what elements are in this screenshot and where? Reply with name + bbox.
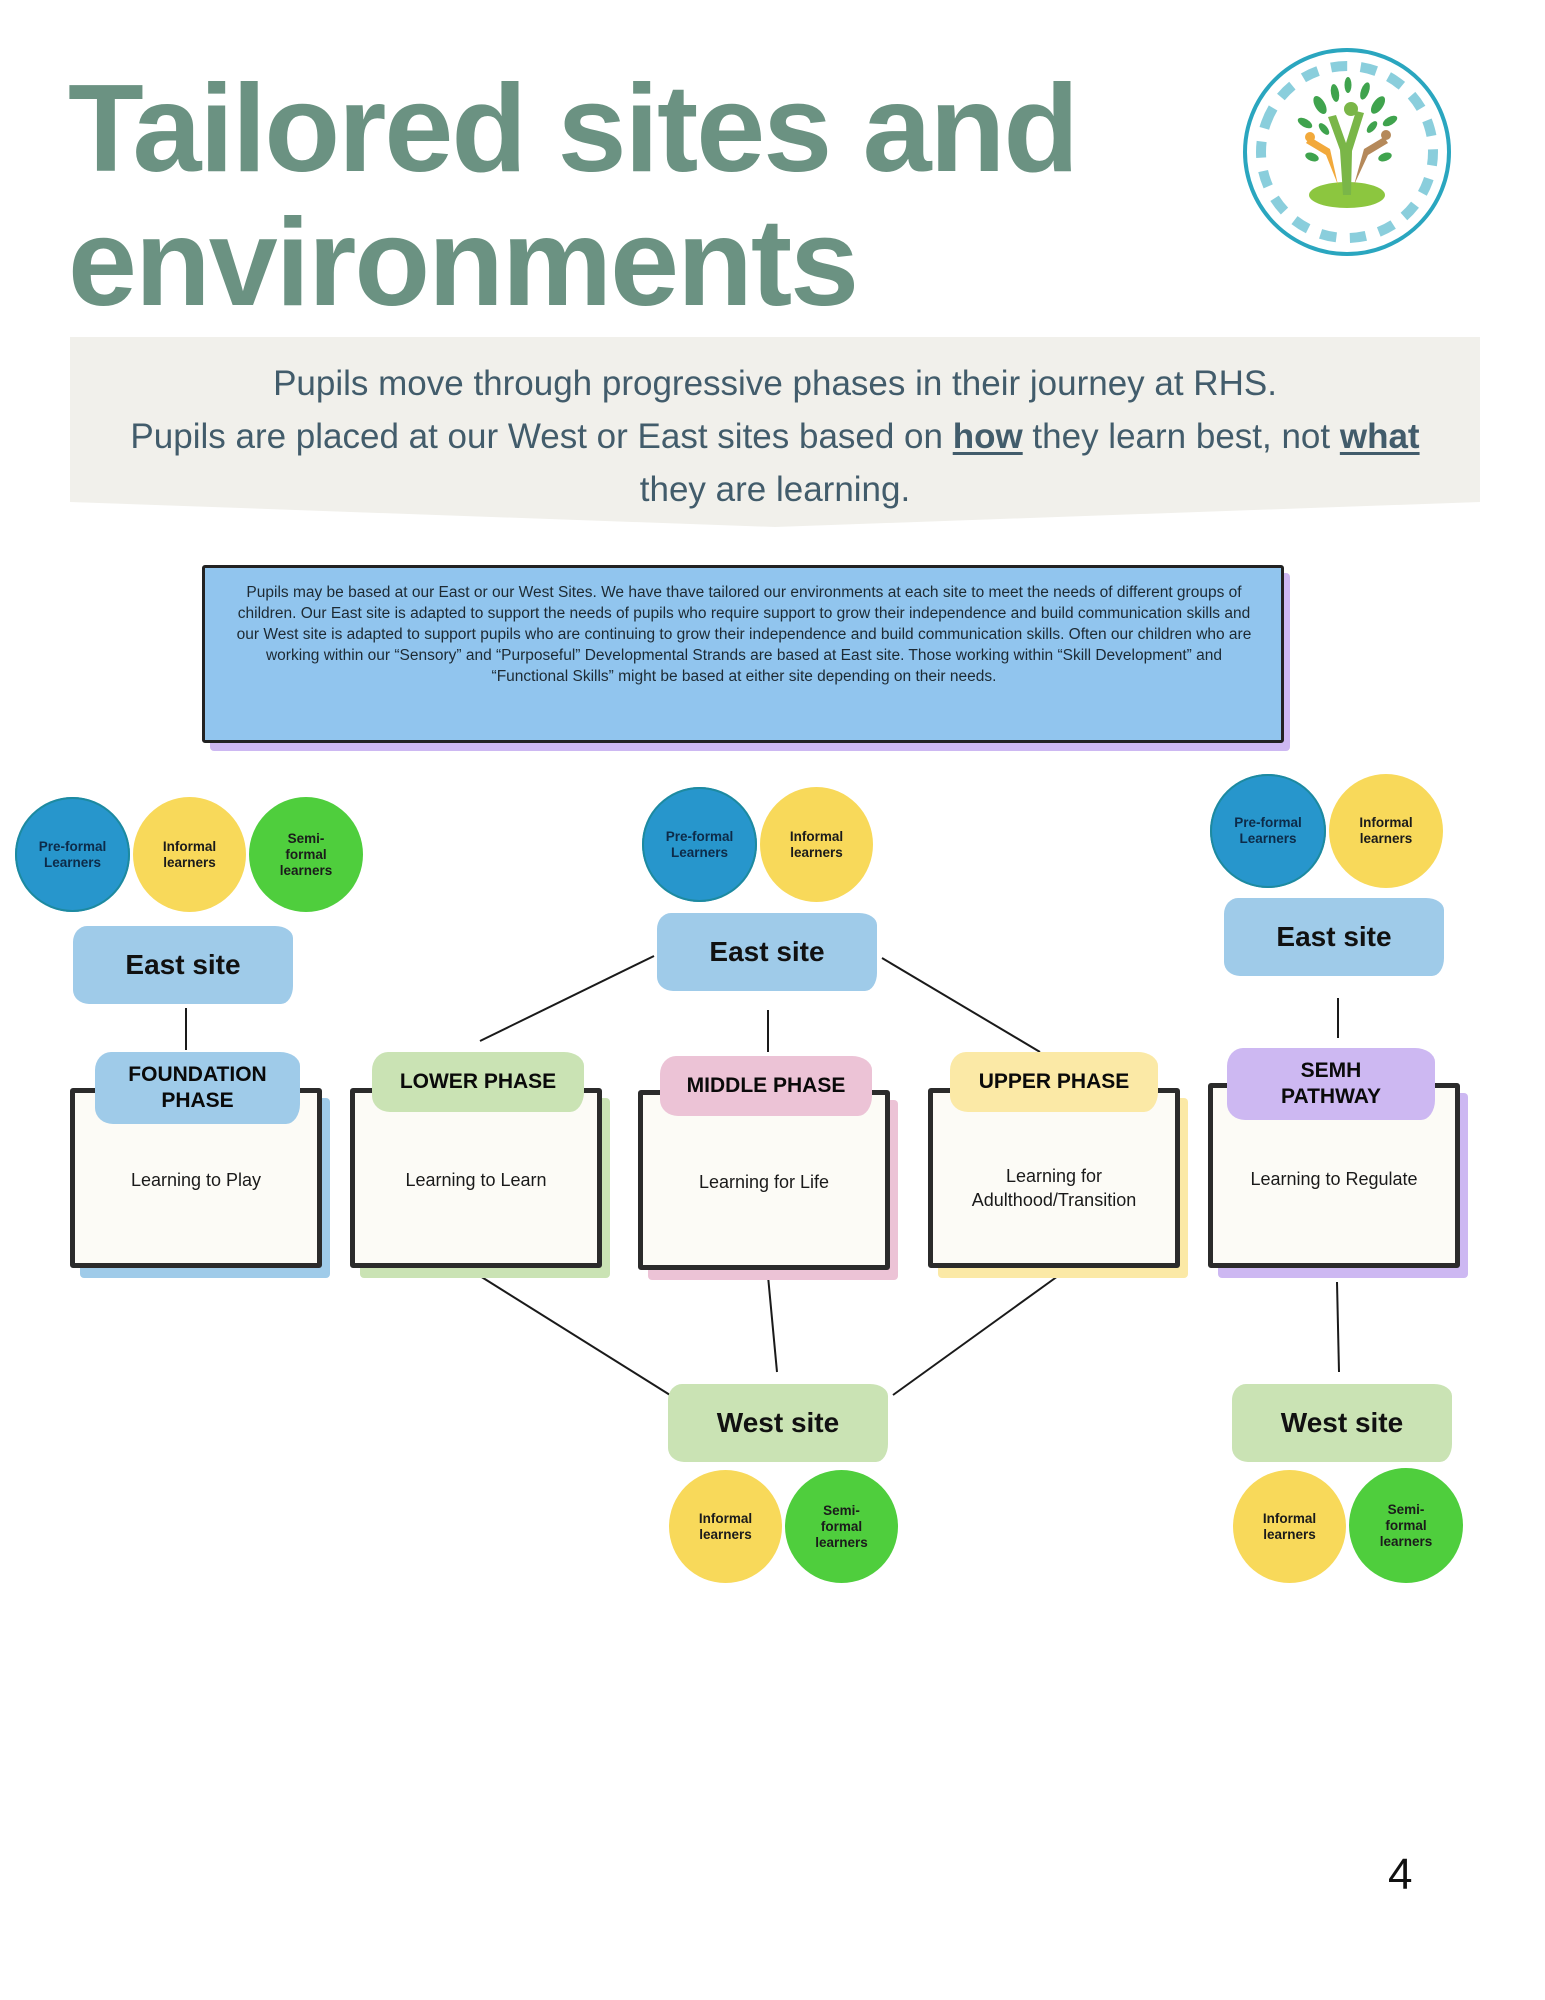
west-site-label-1: West site	[668, 1384, 888, 1462]
connector-east2-lower	[479, 955, 655, 1042]
intro-line-1: Pupils move through progressive phases i…	[273, 364, 1277, 403]
title-line-1: Tailored sites and	[68, 60, 1079, 198]
learner-label: Informal learners	[1262, 1510, 1317, 1542]
east-site-label-3: East site	[1224, 898, 1444, 976]
learner-circle-semi-formal: Semi-formal learners	[249, 797, 363, 912]
phase-description-upper: Learning for Adulthood/Transition	[971, 1166, 1137, 1210]
info-box: Pupils may be based at our East or our W…	[202, 565, 1290, 751]
learner-label: Pre-formal Learners	[1234, 815, 1302, 846]
learner-circle-informal: Informal learners	[1233, 1470, 1346, 1583]
info-box-text: Pupils may be based at our East or our W…	[236, 584, 1252, 685]
learner-circle-semi-formal: Semi-formal learners	[785, 1470, 898, 1583]
phase-card-body	[350, 1088, 602, 1268]
school-logo-icon	[1243, 48, 1451, 256]
learner-circle-informal: Informal learners	[1329, 774, 1443, 888]
connector-upper-west	[892, 1275, 1059, 1396]
east-site-label-1: East site	[73, 926, 293, 1004]
learner-circle-pre-formal: Pre-formal Learners	[1210, 774, 1326, 888]
phase-title-lower: LOWER PHASE	[372, 1052, 584, 1112]
phase-card-upper: UPPER PHASE Learning for Adulthood/Trans…	[928, 1052, 1188, 1278]
intro-line-2a: Pupils are placed at our West or East si…	[130, 417, 953, 456]
intro-banner: Pupils move through progressive phases i…	[70, 337, 1480, 530]
phase-card-lower: LOWER PHASE Learning to Learn	[350, 1052, 610, 1278]
intro-line-2: Pupils are placed at our West or East si…	[70, 410, 1480, 463]
east-site-label-2: East site	[657, 913, 877, 991]
phase-card-body	[638, 1090, 890, 1270]
phase-description-middle: Learning for Life	[698, 1172, 830, 1192]
intro-line-3: they are learning.	[639, 470, 911, 509]
learner-label: Pre-formal Learners	[38, 838, 107, 870]
phase-card-middle: MIDDLE PHASE Learning for Life	[638, 1056, 898, 1280]
page-number: 4	[1388, 1850, 1413, 1899]
connector-middle-west	[767, 1275, 778, 1373]
emphasis-how: how	[952, 417, 1023, 456]
learner-circle-semi-formal: Semi-formal learners	[1349, 1468, 1463, 1583]
phase-title-upper: UPPER PHASE	[950, 1052, 1158, 1112]
learner-circle-informal: Informal learners	[133, 797, 246, 912]
connector-semh-west	[1336, 1281, 1340, 1373]
phase-title-middle: MIDDLE PHASE	[660, 1056, 872, 1116]
learner-circle-pre-formal: Pre-formal Learners	[642, 787, 757, 902]
learner-label: Semi-formal learners	[279, 830, 333, 878]
intro-line-2b: they learn best, not	[1022, 417, 1340, 456]
phase-description-foundation: Learning to Play	[130, 1170, 262, 1190]
connector-lower-west	[479, 1275, 671, 1396]
phase-description-semh: Learning to Regulate	[1250, 1169, 1418, 1189]
learner-label: Informal learners	[162, 838, 217, 870]
phase-card-semh: SEMH PATHWAY Learning to Regulate	[1208, 1048, 1468, 1278]
phase-card-body	[928, 1088, 1180, 1268]
learner-label: Semi-formal learners	[1379, 1501, 1433, 1549]
learner-label: Informal learners	[789, 828, 844, 860]
banner-background	[70, 337, 1480, 527]
phase-title-semh: SEMH PATHWAY	[1227, 1048, 1435, 1120]
phase-description-lower: Learning to Learn	[405, 1170, 547, 1190]
learner-circle-pre-formal: Pre-formal Learners	[15, 797, 130, 912]
learner-label: Pre-formal Learners	[665, 828, 734, 860]
emphasis-what: what	[1339, 417, 1420, 456]
learner-label: Informal learners	[698, 1510, 753, 1542]
title-line-2: environments	[68, 194, 859, 332]
connector-east2-upper	[881, 957, 1041, 1053]
learner-label: Semi-formal learners	[815, 1502, 868, 1550]
learner-circle-informal: Informal learners	[669, 1470, 782, 1583]
west-site-label-2: West site	[1232, 1384, 1452, 1462]
learner-label: Informal learners	[1359, 815, 1413, 846]
school-logo	[1240, 45, 1455, 260]
phase-card-foundation: FOUNDATION PHASE Learning to Play	[70, 1052, 330, 1278]
learner-circle-informal: Informal learners	[760, 787, 873, 902]
phase-title-foundation: FOUNDATION PHASE	[95, 1052, 300, 1124]
page-title: Tailored sites and environments	[68, 62, 1188, 330]
info-box-panel: Pupils may be based at our East or our W…	[202, 565, 1284, 743]
